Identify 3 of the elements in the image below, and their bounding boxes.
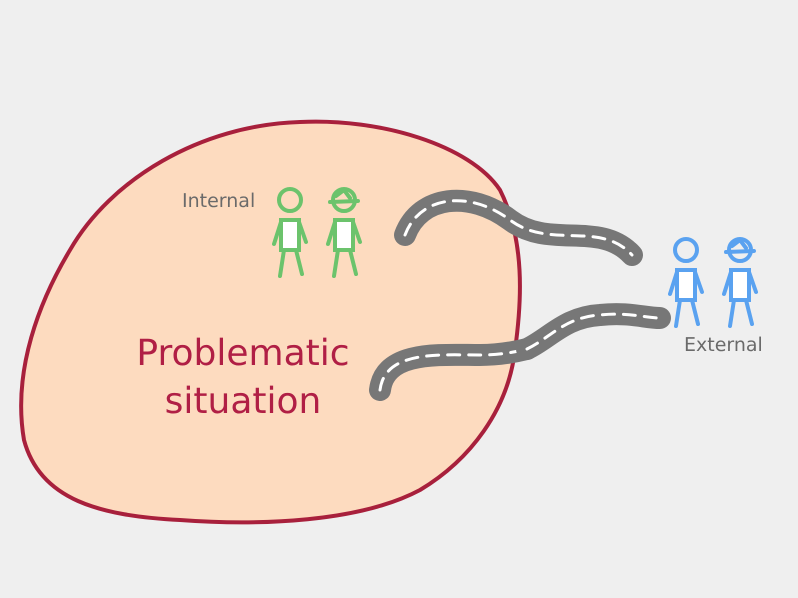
region-title: Problematic situation <box>135 332 351 424</box>
group-label: Internal <box>182 190 256 212</box>
group-label: External <box>684 334 763 356</box>
